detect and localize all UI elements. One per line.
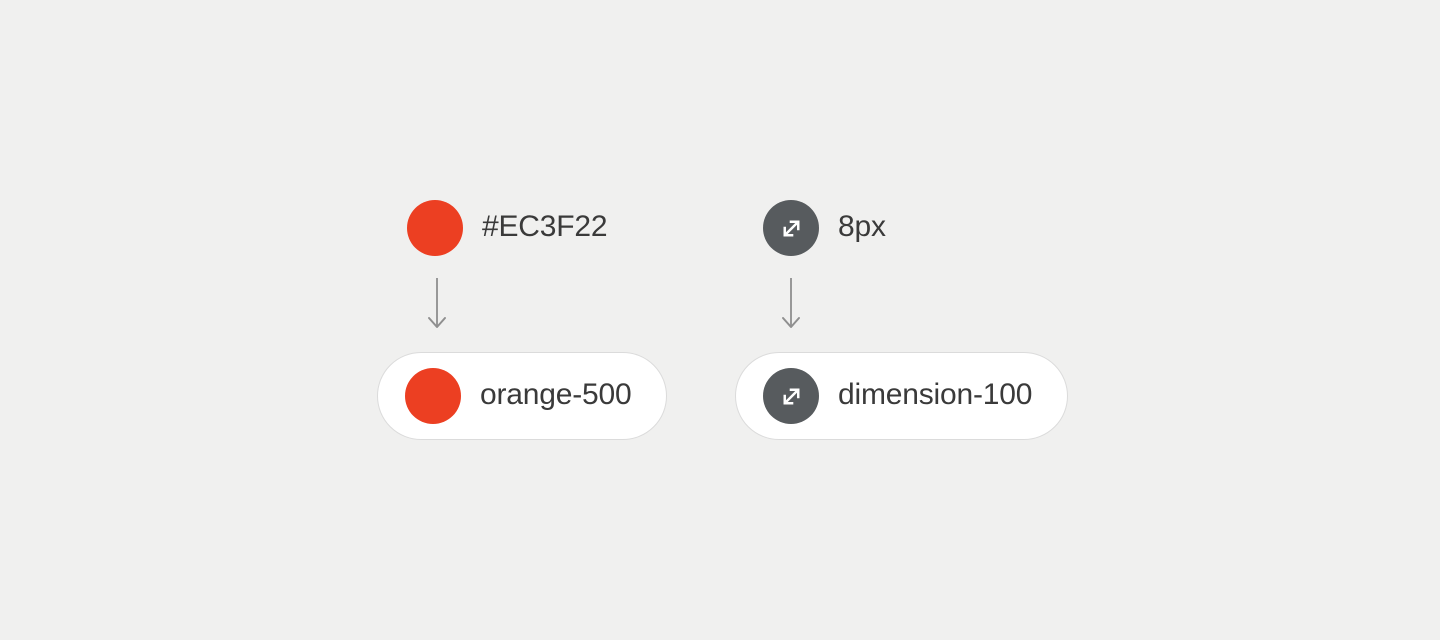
- resize-diagonal-icon: [763, 200, 819, 256]
- raw-color-value-label: #EC3F22: [482, 210, 608, 243]
- color-swatch-icon: [407, 200, 463, 256]
- down-arrow-icon: [782, 278, 800, 328]
- raw-dimension-value-row: 8px: [763, 200, 886, 256]
- raw-color-value-row: #EC3F22: [407, 200, 608, 256]
- color-token-label: orange-500: [480, 378, 632, 411]
- resize-diagonal-icon: [763, 368, 819, 424]
- dimension-token-pill: dimension-100: [735, 352, 1069, 440]
- color-token-pill: orange-500: [377, 352, 668, 440]
- down-arrow-icon: [428, 278, 446, 328]
- raw-dimension-value-label: 8px: [838, 210, 886, 243]
- dimension-token-label: dimension-100: [838, 378, 1033, 411]
- color-swatch-icon: [405, 368, 461, 424]
